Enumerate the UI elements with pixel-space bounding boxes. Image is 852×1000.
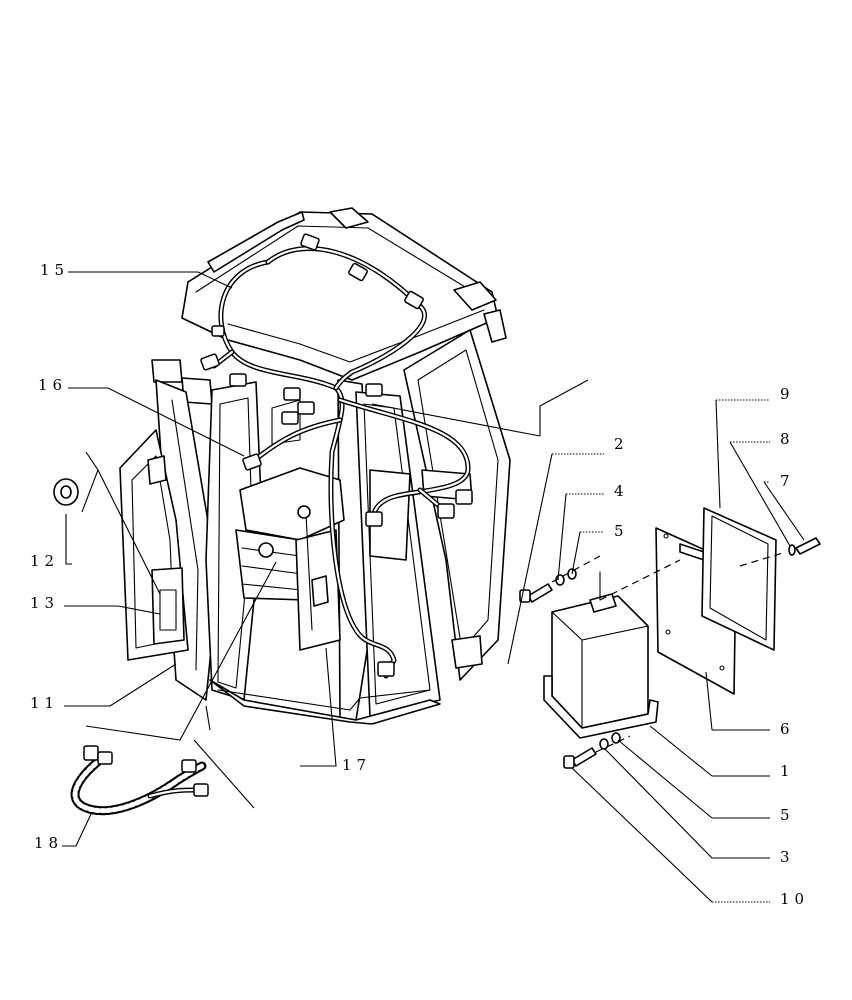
callout-label: 15: [40, 261, 69, 279]
callout-label: 6: [780, 720, 795, 738]
callout-label: 2: [614, 435, 629, 453]
assembly-lines: [551, 551, 787, 753]
grommet: [53, 478, 79, 506]
callout-label: 13: [30, 594, 59, 612]
callout-label: 10: [780, 890, 809, 908]
gasket: [701, 507, 777, 651]
callout-label: 4: [614, 482, 629, 500]
wiring-harness: [200, 233, 473, 679]
callout-labels: 1 2 3 4 5 5 6 7 8 9 10 11 12 13 15 16 17…: [30, 261, 809, 908]
callout-label: 3: [780, 848, 795, 866]
callout-label: 5: [780, 806, 795, 824]
cab-frame: [119, 207, 511, 725]
callout-label: 17: [342, 756, 371, 774]
callout-label: 12: [30, 552, 59, 570]
callout-label: 16: [38, 376, 67, 394]
electronic-box: [543, 593, 659, 739]
leader-lines: [62, 271, 805, 903]
callout-label: 5: [614, 522, 629, 540]
callout-label: 7: [780, 472, 795, 490]
callout-label: 11: [30, 694, 59, 712]
callout-label: 8: [780, 430, 795, 448]
adapter-harness: [70, 745, 209, 816]
callout-label: 18: [34, 834, 63, 852]
callout-label: 1: [780, 762, 795, 780]
callout-label: 9: [780, 385, 795, 403]
